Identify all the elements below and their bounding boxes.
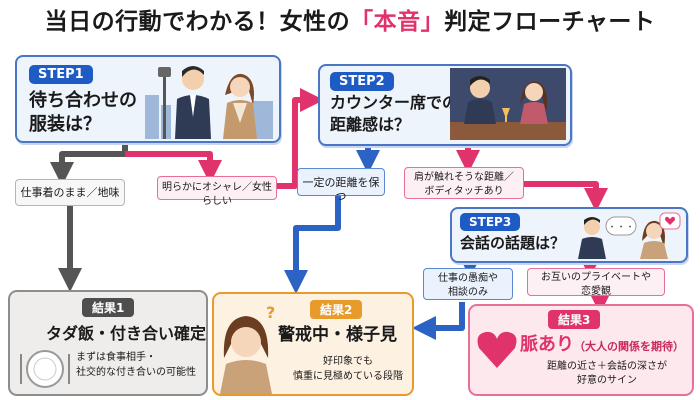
speech-bubble-icon: ・・・ bbox=[605, 216, 637, 236]
title-text-end: 判定フローチャート bbox=[444, 9, 656, 35]
step1-question-line2: 服装は？ bbox=[29, 114, 101, 135]
option-line: 相談のみ bbox=[448, 287, 488, 298]
option-box: 明らかにオシャレ／女性らしい bbox=[157, 176, 277, 207]
step3-card: STEP3 会話の話題は？ ・・・ bbox=[450, 207, 688, 263]
result3-description: 距離の近さ＋会話の深さが 好意のサイン bbox=[522, 360, 692, 388]
person-icon bbox=[640, 220, 668, 259]
step2-badge: STEP2 bbox=[330, 72, 394, 91]
option-line: お互いのプライベートや bbox=[541, 272, 651, 283]
title-highlight: 「本音」 bbox=[350, 9, 445, 35]
result1-desc-line: 社交的な付き合いの可能性 bbox=[76, 367, 196, 378]
step2-question-line2: 距離感は？ bbox=[330, 115, 411, 134]
result2-description: 好印象でも 慎重に見極めている段階 bbox=[284, 354, 412, 384]
step3-badge: STEP3 bbox=[460, 213, 521, 231]
lamp-icon bbox=[158, 67, 171, 139]
result1-desc-line: まずは食事相手・ bbox=[76, 352, 156, 363]
step2-illustration bbox=[450, 68, 566, 140]
arrow-icon bbox=[125, 151, 222, 184]
result3-card: 結果3 脈あり（大人の関係を期待） 距離の近さ＋会話の深さが 好意のサイン bbox=[468, 304, 694, 396]
heart-icon bbox=[477, 331, 517, 368]
result3-desc-line: 距離の近さ＋会話の深さが bbox=[547, 361, 667, 372]
result1-badge: 結果1 bbox=[82, 298, 135, 317]
option-box: 肩が触れそうな距離／ ボディタッチあり bbox=[404, 167, 524, 199]
step2-card: STEP2 カウンター席での 距離感は？ bbox=[318, 64, 572, 146]
person-icon bbox=[578, 217, 606, 259]
option-box: お互いのプライベートや 恋愛観 bbox=[527, 268, 665, 297]
result2-badge: 結果2 bbox=[310, 300, 363, 319]
arrow-icon bbox=[284, 196, 341, 294]
arrow-icon bbox=[412, 302, 465, 340]
person-icon bbox=[175, 66, 211, 139]
option-line: 恋愛観 bbox=[581, 286, 611, 297]
result3-subtitle: （大人の関係を期待） bbox=[574, 340, 684, 353]
option-box: 仕事着のまま／地味 bbox=[15, 179, 125, 206]
person-icon bbox=[520, 81, 548, 124]
result1-title: タダ飯・付き合い確定 bbox=[46, 324, 207, 343]
result2-desc-line: 慎重に見極めている段階 bbox=[293, 371, 403, 382]
step3-question: 会話の話題は？ bbox=[460, 234, 566, 252]
result3-badge: 結果3 bbox=[548, 310, 601, 329]
person-icon bbox=[464, 76, 496, 124]
arrow-icon bbox=[275, 88, 324, 189]
step3-illustration: ・・・ bbox=[578, 212, 681, 259]
option-line: 仕事の愚痴や bbox=[438, 273, 498, 284]
plate-icon bbox=[20, 350, 70, 388]
option-line: 肩が触れそうな距離／ bbox=[414, 172, 514, 183]
step1-badge: STEP1 bbox=[29, 65, 93, 84]
step1-card: STEP1 待ち合わせの 服装は？ bbox=[15, 55, 281, 143]
result3-heading: 脈あり（大人の関係を期待） bbox=[520, 330, 684, 356]
step1-question: 待ち合わせの 服装は？ bbox=[29, 89, 137, 137]
result1-card: 結果1 タダ飯・付き合い確定 まずは食事相手・ 社交的な付き合いの可能性 bbox=[8, 290, 208, 396]
page-title: 当日の行動でわかる！女性の「本音」判定フローチャート bbox=[0, 2, 700, 36]
result3-title: 脈あり bbox=[520, 334, 574, 355]
result2-desc-line: 好印象でも bbox=[323, 356, 373, 367]
option-box: 一定の距離を保つ bbox=[297, 168, 385, 203]
speech-bubble-text: ・・・ bbox=[607, 223, 634, 233]
heart-icon bbox=[659, 212, 681, 230]
step1-illustration bbox=[145, 66, 273, 139]
person-icon: ? bbox=[220, 303, 275, 394]
arrow-icon bbox=[50, 142, 128, 186]
step2-question: カウンター席での 距離感は？ bbox=[330, 92, 458, 136]
title-text: 当日の行動でわかる！女性の bbox=[44, 9, 351, 35]
result2-card: ? 結果2 警戒中・様子見 好印象でも 慎重に見極めている段階 bbox=[212, 292, 414, 396]
arrow-icon bbox=[520, 181, 608, 212]
result3-desc-line: 好意のサイン bbox=[577, 375, 637, 386]
person-icon bbox=[223, 73, 257, 139]
option-box: 仕事の愚痴や 相談のみ bbox=[423, 268, 513, 300]
question-mark: ? bbox=[266, 303, 275, 322]
option-line: ボディタッチあり bbox=[424, 186, 504, 197]
result2-title: 警戒中・様子見 bbox=[278, 325, 397, 345]
result1-description: まずは食事相手・ 社交的な付き合いの可能性 bbox=[76, 350, 196, 380]
step2-question-line1: カウンター席での bbox=[330, 93, 459, 112]
wine-glass-icon bbox=[502, 108, 510, 122]
step1-question-line1: 待ち合わせの bbox=[29, 90, 137, 111]
